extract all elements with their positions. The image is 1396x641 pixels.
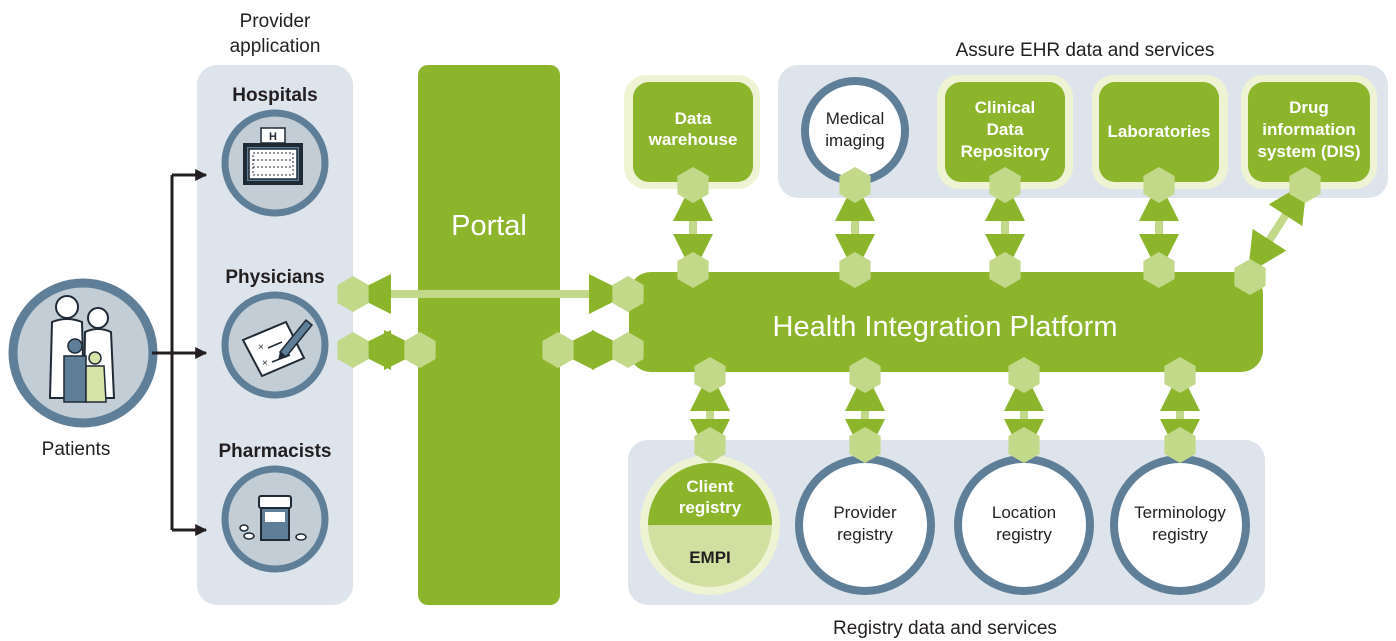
dis-label-2: information	[1262, 120, 1356, 139]
registry-panel	[628, 440, 1265, 605]
connector-node	[612, 276, 644, 312]
health-integration-platform	[629, 272, 1263, 372]
dis-link	[1246, 181, 1309, 274]
connector-node	[1143, 252, 1175, 288]
location-registry-label-1: Location	[992, 503, 1056, 522]
terminology-registry-label-1: Terminology	[1134, 503, 1226, 522]
dis-label-1: Drug	[1289, 98, 1329, 117]
connector-node	[989, 252, 1021, 288]
client-registry-label-2: registry	[679, 498, 742, 517]
clinical-data-repository-box	[945, 82, 1065, 182]
connector-node	[1008, 357, 1040, 393]
portal-label: Portal	[451, 210, 527, 242]
physicians-label: Physicians	[225, 267, 324, 288]
x-mark-icon: ×	[262, 358, 268, 369]
connector-node	[677, 252, 709, 288]
connector-node	[1164, 357, 1196, 393]
connector-node	[1289, 167, 1321, 203]
hospitals-label: Hospitals	[232, 85, 318, 106]
client-registry-label-1: Client	[686, 477, 734, 496]
client-registry-top	[648, 463, 772, 525]
dis-label-3: system (DIS)	[1258, 142, 1361, 161]
pill-bottle-icon	[221, 465, 329, 573]
location-registry-label-2: registry	[996, 525, 1052, 544]
connector-node	[1143, 167, 1175, 203]
pharmacists-label: Pharmacists	[218, 441, 331, 462]
connector-node	[839, 252, 871, 288]
connector-node	[849, 357, 881, 393]
connector-node	[1164, 427, 1196, 463]
portal-column	[418, 65, 560, 605]
cdr-label-2: Data	[987, 120, 1024, 139]
connector-node	[694, 357, 726, 393]
connector-node	[989, 167, 1021, 203]
cdr-label-3: Repository	[961, 142, 1050, 161]
drug-information-system-box	[1248, 82, 1370, 182]
terminology-registry-label-2: registry	[1152, 525, 1208, 544]
medical-imaging-label-2: imaging	[825, 131, 885, 150]
provider-registry-label-1: Provider	[833, 503, 897, 522]
ehr-panel	[778, 65, 1388, 198]
hospital-icon: H	[221, 109, 329, 217]
laboratories-box	[1099, 82, 1219, 182]
data-warehouse-label-2: warehouse	[648, 130, 738, 149]
patients-icon	[8, 278, 158, 428]
hospital-sign: H	[269, 131, 277, 143]
registry-title: Registry data and services	[833, 618, 1057, 639]
patient-connectors	[152, 169, 208, 536]
x-mark-icon: ×	[258, 342, 264, 353]
data-warehouse-box	[633, 82, 753, 182]
connector-nodes	[337, 167, 1321, 463]
cdr-label-1: Clinical	[975, 98, 1035, 117]
connector-node	[677, 167, 709, 203]
ehr-title: Assure EHR data and services	[956, 40, 1215, 61]
medical-imaging-label-1: Medical	[826, 109, 885, 128]
connector-node	[839, 167, 871, 203]
provider-title-line2: application	[230, 36, 321, 57]
data-warehouse-label-1: Data	[675, 109, 712, 128]
patients-label: Patients	[42, 439, 111, 460]
connector-node	[404, 332, 436, 368]
connector-node	[694, 427, 726, 463]
connector-node	[337, 276, 369, 312]
connector-node	[1234, 259, 1266, 295]
connector-node	[542, 332, 574, 368]
provider-registry-label-2: registry	[837, 525, 893, 544]
laboratories-label: Laboratories	[1108, 122, 1211, 141]
prescription-icon: × ×	[221, 291, 329, 399]
provider-title-line1: Provider	[240, 11, 311, 32]
connector-node	[337, 332, 369, 368]
hip-label: Health Integration Platform	[773, 311, 1118, 343]
connector-node	[612, 332, 644, 368]
connector-node	[1008, 427, 1040, 463]
connector-node	[849, 427, 881, 463]
empi-label: EMPI	[689, 548, 731, 567]
